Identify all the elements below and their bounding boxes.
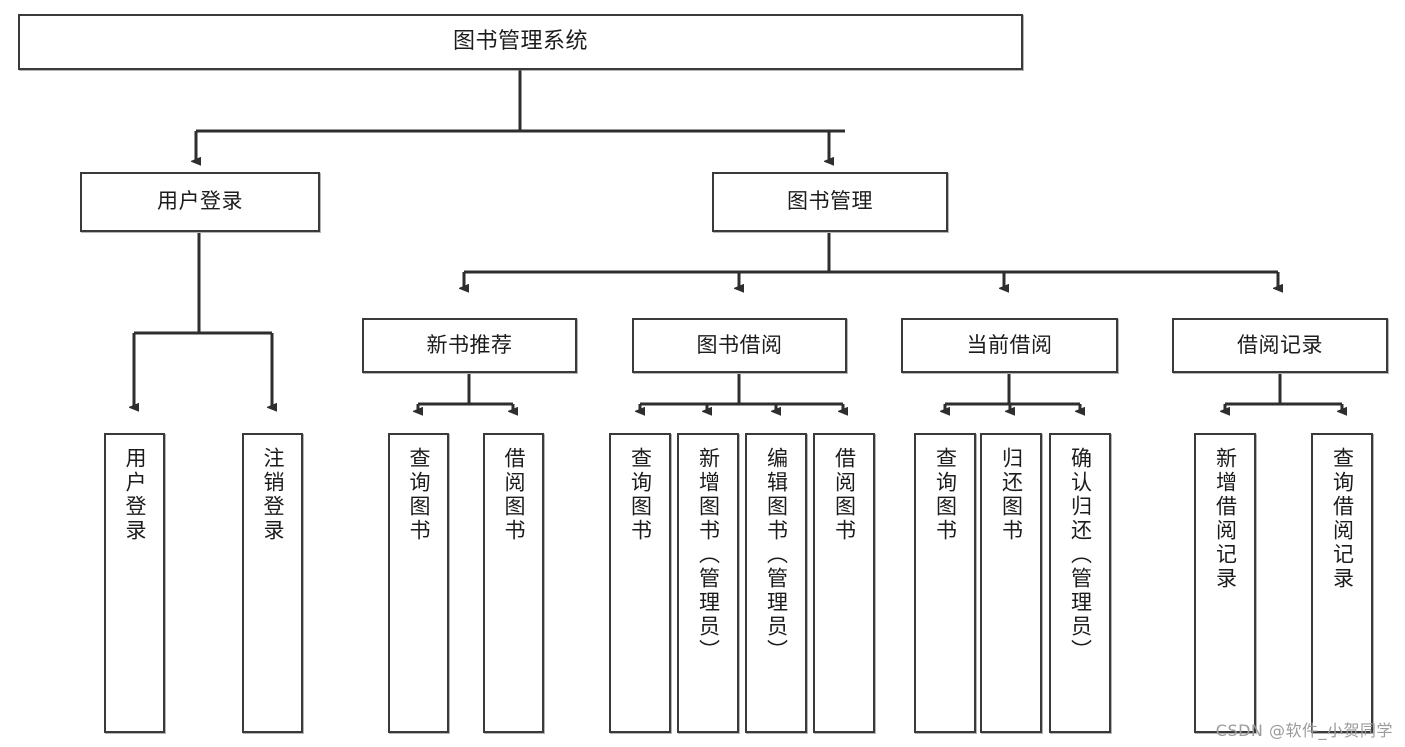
node-leaf-user-login-label: 用户登录 <box>123 447 147 543</box>
node-leaf-return-book[interactable]: 归还图书 <box>980 433 1042 733</box>
node-leaf-query-book-bw[interactable]: 查询图书 <box>609 433 671 733</box>
node-current-borrow[interactable]: 当前借阅 <box>901 318 1118 373</box>
node-borrow-record-label: 借阅记录 <box>1237 332 1323 357</box>
node-book-borrow-label: 图书借阅 <box>696 332 783 357</box>
node-user-login-label: 用户登录 <box>157 189 243 214</box>
node-new-book-rec[interactable]: 新书推荐 <box>362 318 577 373</box>
node-leaf-add-book[interactable]: 新增图书（管理员） <box>677 433 739 733</box>
node-leaf-query-book-cb-label: 查询图书 <box>933 447 958 543</box>
node-current-borrow-label: 当前借阅 <box>966 332 1053 357</box>
node-leaf-confirm-return-label: 确认归还（管理员） <box>1068 447 1093 663</box>
node-book-borrow[interactable]: 图书借阅 <box>632 318 847 373</box>
node-leaf-add-record[interactable]: 新增借阅记录 <box>1194 433 1256 733</box>
node-borrow-record[interactable]: 借阅记录 <box>1172 318 1388 373</box>
node-leaf-confirm-return[interactable]: 确认归还（管理员） <box>1049 433 1111 733</box>
node-new-book-rec-label: 新书推荐 <box>426 332 513 357</box>
node-leaf-borrow-book-rec[interactable]: 借阅图书 <box>483 433 544 733</box>
node-root-label: 图书管理系统 <box>452 28 588 54</box>
node-user-login[interactable]: 用户登录 <box>80 172 320 232</box>
node-leaf-user-login[interactable]: 用户登录 <box>104 433 165 733</box>
watermark-text: CSDN @软件_小贺同学 <box>1215 721 1393 740</box>
node-leaf-logout[interactable]: 注销登录 <box>242 433 303 733</box>
node-leaf-borrow-book-rec-label: 借阅图书 <box>502 447 526 543</box>
node-root[interactable]: 图书管理系统 <box>18 14 1023 70</box>
node-leaf-add-book-label: 新增图书（管理员） <box>696 447 721 663</box>
node-leaf-query-book-rec[interactable]: 查询图书 <box>388 433 449 733</box>
node-leaf-edit-book[interactable]: 编辑图书（管理员） <box>745 433 807 733</box>
node-leaf-query-record[interactable]: 查询借阅记录 <box>1311 433 1373 733</box>
node-leaf-logout-label: 注销登录 <box>261 447 285 543</box>
node-leaf-query-book-rec-label: 查询图书 <box>407 447 431 543</box>
node-leaf-return-book-label: 归还图书 <box>999 447 1024 543</box>
node-leaf-query-record-label: 查询借阅记录 <box>1330 447 1355 591</box>
node-leaf-edit-book-label: 编辑图书（管理员） <box>764 447 789 663</box>
node-leaf-borrow-book-bw-label: 借阅图书 <box>832 447 857 543</box>
node-leaf-borrow-book-bw[interactable]: 借阅图书 <box>813 433 875 733</box>
node-book-mgmt[interactable]: 图书管理 <box>712 172 948 232</box>
node-book-mgmt-label: 图书管理 <box>787 189 873 214</box>
node-leaf-add-record-label: 新增借阅记录 <box>1213 447 1238 591</box>
node-leaf-query-book-bw-label: 查询图书 <box>628 447 653 543</box>
node-leaf-query-book-cb[interactable]: 查询图书 <box>914 433 976 733</box>
